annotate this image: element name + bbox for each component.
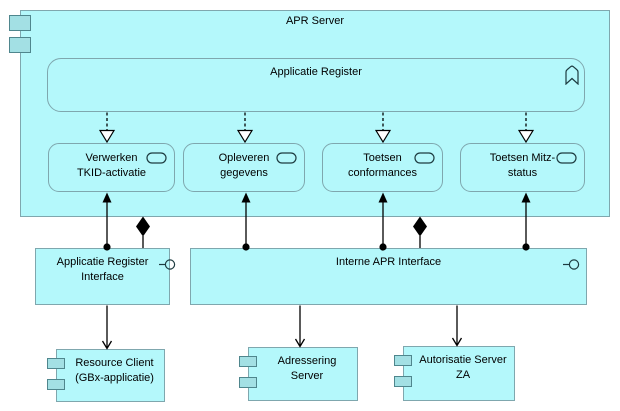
service-label-line2: conformances	[347, 167, 418, 179]
component-label-line2: (GBx-applicatie)	[75, 372, 154, 384]
application-service-icon	[276, 152, 297, 164]
application-component-icon	[9, 37, 31, 53]
interface-label-line2: Interface	[81, 271, 124, 283]
interface-interne-apr[interactable]: Interne APR Interface	[190, 248, 587, 305]
application-component-icon	[394, 376, 412, 387]
lollipop-interface-icon	[159, 259, 176, 270]
application-service-icon	[414, 152, 435, 164]
application-function-icon	[565, 65, 579, 85]
component-label-line1: Adressering	[277, 355, 337, 367]
component-label-line2: Server	[290, 370, 324, 382]
application-service-icon	[146, 152, 167, 164]
service-label-line2: gegevens	[220, 167, 268, 179]
composition-connector	[136, 216, 150, 248]
application-service-icon	[556, 152, 577, 164]
applicatie-register-label: Applicatie Register	[270, 66, 362, 78]
service-label-line1: Verwerken	[85, 152, 138, 164]
service-label-line2: status	[507, 167, 538, 179]
serving-arrow	[451, 305, 463, 347]
composition-connector	[413, 216, 427, 248]
interface-applicatie-register[interactable]: Applicatie Register Interface	[35, 248, 176, 305]
application-component-icon	[47, 379, 65, 390]
component-autorisatie-server-za[interactable]: Autorisatie Server ZA	[403, 346, 515, 401]
application-component-icon	[239, 356, 257, 367]
applicatie-register-function[interactable]: Applicatie Register	[47, 58, 585, 112]
component-label-line2: ZA	[455, 369, 471, 381]
lollipop-interface-icon	[563, 259, 580, 270]
service-opleveren-gegevens[interactable]: Opleveren gegevens	[183, 143, 305, 192]
service-label-line1: Toetsen	[363, 152, 402, 164]
application-component-icon	[47, 358, 65, 369]
component-adressering-server[interactable]: Adressering Server	[248, 347, 358, 401]
service-toetsen-conformances[interactable]: Toetsen conformances	[322, 143, 443, 192]
application-component-icon	[9, 15, 31, 31]
service-verwerken-tkid-activatie[interactable]: Verwerken TKID-activatie	[48, 143, 175, 192]
service-toetsen-mitz-status[interactable]: Toetsen Mitz- status	[460, 143, 585, 192]
serving-arrow	[294, 305, 306, 348]
component-resource-client[interactable]: Resource Client (GBx-applicatie)	[56, 349, 165, 402]
application-component-icon	[394, 355, 412, 366]
interface-label-line1: Applicatie Register	[56, 256, 149, 268]
component-label-line1: Resource Client	[75, 357, 154, 369]
service-label-line2: TKID-activatie	[76, 167, 147, 179]
serving-arrow	[101, 305, 113, 350]
component-label-line1: Autorisatie Server	[419, 354, 507, 366]
service-label-line1: Toetsen Mitz-	[489, 152, 556, 164]
apr-server-title: APR Server	[285, 15, 345, 27]
interface-label-line1: Interne APR Interface	[335, 256, 442, 268]
application-component-icon	[239, 377, 257, 388]
service-label-line1: Opleveren	[218, 152, 270, 164]
